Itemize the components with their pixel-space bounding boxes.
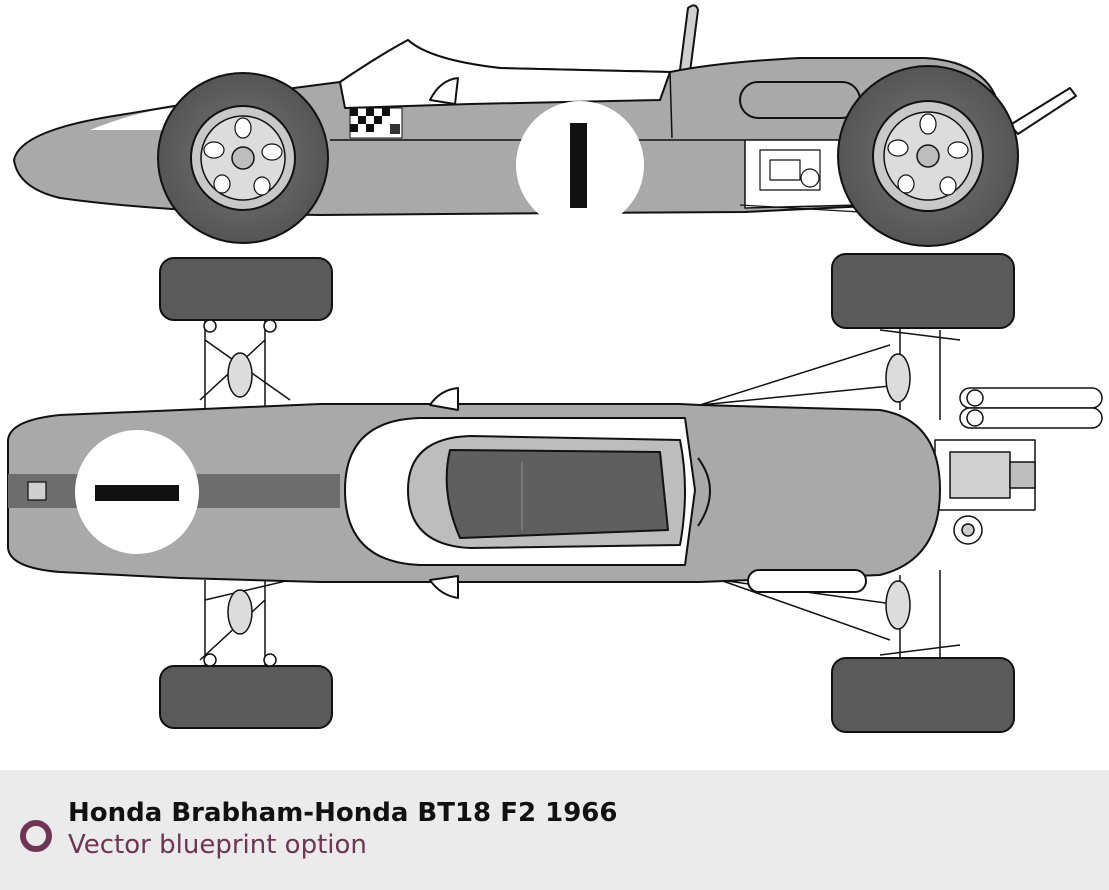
tire-front-left [159, 257, 333, 321]
honda-badge [27, 481, 47, 501]
side-number [570, 123, 587, 208]
caption-subtitle[interactable]: Vector blueprint option [68, 830, 367, 860]
side-view [13, 4, 1077, 247]
exhaust-pipes [959, 387, 1103, 429]
rear-wheel-side [837, 65, 1019, 247]
windscreen [339, 39, 671, 109]
tire-rear-right [831, 657, 1015, 733]
roll-hoop [679, 4, 699, 73]
seat [445, 449, 669, 539]
exhaust [1009, 87, 1077, 135]
top-view [7, 253, 1103, 733]
mirror-left [429, 387, 459, 411]
side-mirror [429, 77, 459, 105]
mirror-right [429, 575, 459, 599]
side-intake [747, 569, 867, 593]
nose-highlight [90, 108, 175, 130]
engine-gearbox [934, 439, 1036, 545]
caption-title[interactable]: Honda Brabham-Honda BT18 F2 1966 [68, 798, 618, 828]
roll-hoop-top [697, 457, 711, 527]
top-number [95, 485, 179, 501]
front-wheel-side [157, 72, 329, 244]
tire-front-right [159, 665, 333, 729]
air-intake [739, 81, 861, 119]
tire-rear-left [831, 253, 1015, 329]
checkered-decal [349, 107, 403, 139]
front-suspension [199, 319, 291, 667]
blueprint-drawing [7, 4, 1103, 733]
caption-bar [0, 770, 1109, 890]
ring-icon [20, 820, 52, 852]
